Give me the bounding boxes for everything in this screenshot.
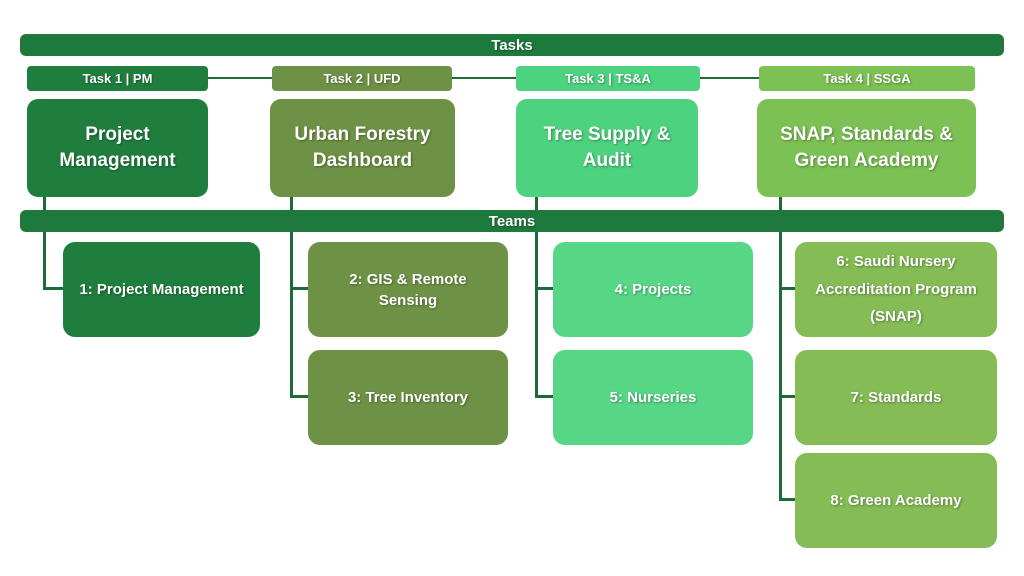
branch-line-team-1 bbox=[43, 287, 63, 290]
task-box-snap-standards-green-academy: SNAP, Standards & Green Academy bbox=[757, 99, 976, 197]
drop-line-task-3 bbox=[535, 197, 538, 398]
drop-line-task-1 bbox=[43, 197, 46, 290]
branch-line-team-6 bbox=[779, 287, 795, 290]
task-box-project-management: Project Management bbox=[27, 99, 208, 197]
tab-connector-1-2 bbox=[208, 77, 272, 79]
team-box-1-project-management: 1: Project Management bbox=[63, 242, 260, 337]
team-box-4-projects: 4: Projects bbox=[553, 242, 753, 337]
team-box-6-snap: 6: Saudi Nursery Accreditation Program (… bbox=[795, 242, 997, 337]
team-box-3-tree-inventory: 3: Tree Inventory bbox=[308, 350, 508, 445]
branch-line-team-7 bbox=[779, 395, 795, 398]
task-box-urban-forestry-dashboard: Urban Forestry Dashboard bbox=[270, 99, 455, 197]
team-box-8-green-academy: 8: Green Academy bbox=[795, 453, 997, 548]
teams-header-bar: Teams bbox=[20, 210, 1004, 232]
tasks-header-bar: Tasks bbox=[20, 34, 1004, 56]
branch-line-team-3 bbox=[290, 395, 308, 398]
task-tab-ufd: Task 2 | UFD bbox=[272, 66, 452, 91]
team-box-7-standards: 7: Standards bbox=[795, 350, 997, 445]
task-tab-pm: Task 1 | PM bbox=[27, 66, 208, 91]
task-tab-tsa: Task 3 | TS&A bbox=[516, 66, 700, 91]
drop-line-task-2 bbox=[290, 197, 293, 398]
team-box-2-gis-remote-sensing: 2: GIS & Remote Sensing bbox=[308, 242, 508, 337]
branch-line-team-2 bbox=[290, 287, 308, 290]
branch-line-team-4 bbox=[535, 287, 553, 290]
team-box-5-nurseries: 5: Nurseries bbox=[553, 350, 753, 445]
branch-line-team-8 bbox=[779, 498, 795, 501]
drop-line-task-4 bbox=[779, 197, 782, 501]
branch-line-team-5 bbox=[535, 395, 553, 398]
task-box-tree-supply-audit: Tree Supply & Audit bbox=[516, 99, 698, 197]
tab-connector-3-4 bbox=[700, 77, 759, 79]
task-tab-ssga: Task 4 | SSGA bbox=[759, 66, 975, 91]
tab-connector-2-3 bbox=[452, 77, 516, 79]
